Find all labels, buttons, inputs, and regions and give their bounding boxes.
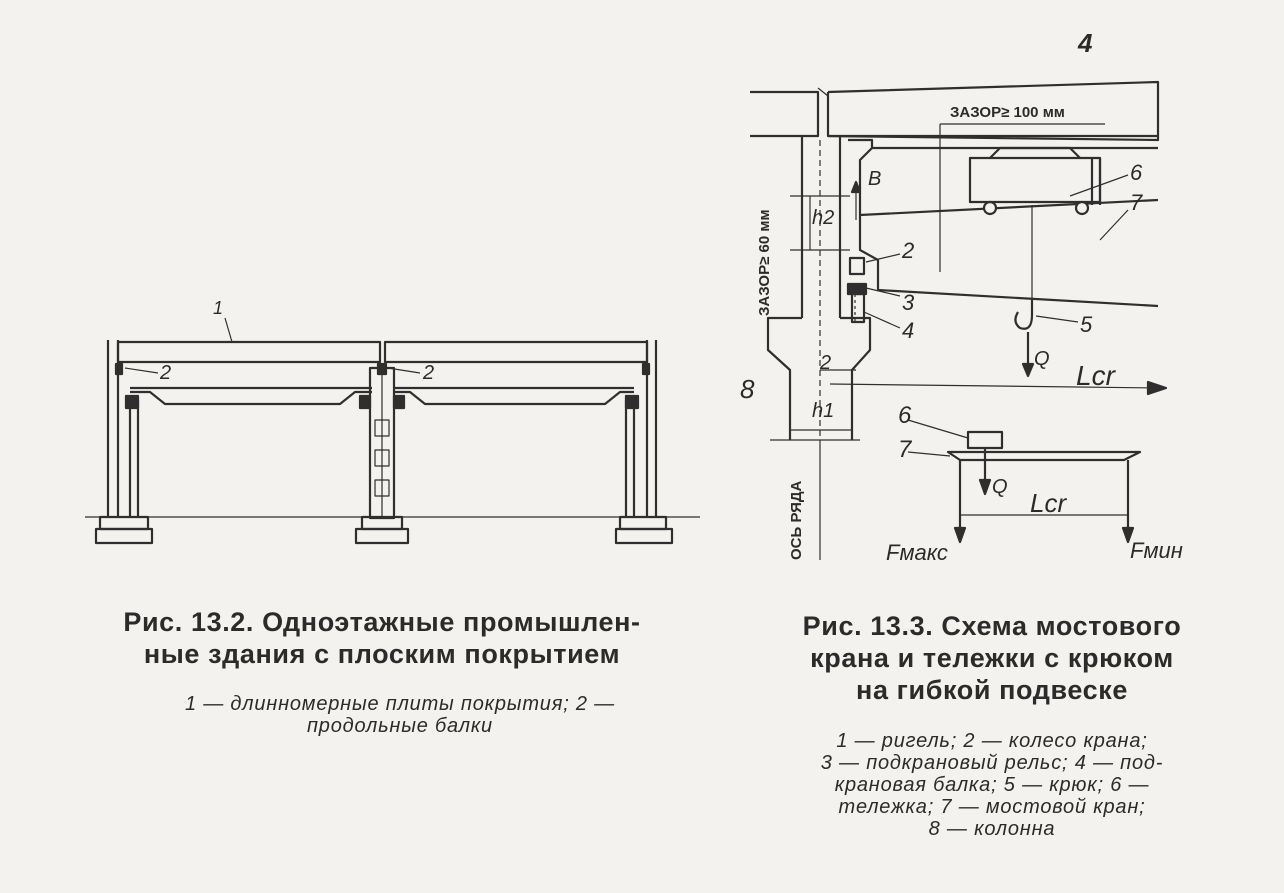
legend-13-3-line-3: крановая балка; 5 — крюк; 6 — bbox=[834, 774, 1150, 796]
callout-4-top: 4 bbox=[1078, 28, 1093, 58]
callout-7: 7 bbox=[1130, 190, 1143, 215]
trolley-body bbox=[968, 156, 1102, 204]
middle-opening-1 bbox=[374, 419, 390, 437]
callout-8-column: 8 bbox=[740, 374, 755, 404]
trolley-top bbox=[989, 146, 1081, 159]
row-axis-label: ОСЬ РЯДА bbox=[788, 480, 805, 560]
middle-opening-3 bbox=[374, 479, 390, 497]
crane-rail bbox=[846, 282, 868, 296]
figure-13-3-legend: 1 — ригель; 2 — колесо крана; 3 — подкра… bbox=[752, 730, 1232, 840]
figure-13-3-caption: Рис. 13.3. Схема мостового крана и тележ… bbox=[752, 610, 1232, 706]
caption-13-2-line-2: ные здания с плоским покрытием bbox=[143, 639, 621, 669]
dim-side-gap-label: ЗАЗОР≥ 60 мм bbox=[756, 209, 773, 316]
fmin-label: Fмин bbox=[1130, 538, 1183, 563]
legend-13-2-line-1: 1 — длинномерные плиты покрытия; 2 — bbox=[184, 693, 615, 715]
crane-girder-left bbox=[130, 390, 372, 406]
callout-2-right: 2 bbox=[423, 362, 435, 384]
caption-13-3-line-1: Рис. 13.3. Схема мостового bbox=[802, 611, 1182, 641]
beam-support-left bbox=[114, 362, 124, 376]
riegel-left bbox=[750, 90, 820, 138]
riegel-main bbox=[826, 80, 1160, 142]
callout-6: 6 bbox=[1130, 160, 1143, 185]
crane-scheme-svg bbox=[750, 80, 1168, 560]
leader-6 bbox=[1069, 174, 1129, 197]
beam-support-right bbox=[641, 362, 651, 376]
callout-7-small: 7 bbox=[898, 436, 912, 463]
console-right bbox=[624, 394, 640, 410]
callout-2-left: 2 bbox=[160, 362, 172, 384]
right-footing-base bbox=[614, 527, 674, 545]
dim-h1-label: h1 bbox=[812, 400, 835, 422]
callout-2-wheel: 2 bbox=[902, 238, 915, 263]
building-section-svg bbox=[85, 317, 700, 545]
caption-13-2-line-1: Рис. 13.2. Одноэтажные промышлен- bbox=[123, 607, 641, 637]
crane-wheel bbox=[848, 256, 866, 276]
caption-13-3-line-2: крана и тележки с крюком bbox=[810, 643, 1174, 673]
callout-6-small: 6 bbox=[898, 402, 912, 429]
callout-4-beam: 4 bbox=[902, 318, 915, 343]
middle-footing-base bbox=[354, 527, 410, 545]
figure-13-2-drawing: 1 2 2 bbox=[0, 0, 720, 600]
leader-2a bbox=[124, 367, 159, 374]
bridge-small bbox=[946, 450, 1142, 462]
legend-13-3-line-1: 1 — ригель; 2 — колесо крана; bbox=[836, 730, 1148, 752]
leader-3 bbox=[865, 287, 901, 297]
left-footing-base bbox=[94, 527, 154, 545]
trolley-wheel-right bbox=[1074, 200, 1090, 216]
crane-bridge-mid bbox=[859, 198, 1159, 217]
riegel-split bbox=[817, 87, 829, 97]
hook bbox=[1014, 300, 1034, 330]
middle-opening-2 bbox=[374, 449, 390, 467]
lcr-small-label: Lcr bbox=[1030, 488, 1067, 518]
leader-5 bbox=[1035, 315, 1079, 323]
legend-13-3-line-4: тележка; 7 — мостовой кран; bbox=[838, 796, 1146, 818]
trolley-small bbox=[966, 430, 1004, 450]
leader-6b bbox=[907, 419, 969, 439]
console-mid-l bbox=[358, 394, 372, 410]
column-lower-right bbox=[840, 316, 872, 440]
console-left bbox=[124, 394, 140, 410]
legend-13-2-line-2: продольные балки bbox=[307, 715, 493, 737]
dim-b-arrow bbox=[850, 180, 862, 194]
crane-bridge bbox=[848, 138, 1159, 308]
caption-13-3-line-3: на гибкой подвеске bbox=[856, 675, 1128, 705]
console-mid-r bbox=[392, 394, 406, 410]
support-left-arrow bbox=[953, 526, 967, 544]
figure-13-3-drawing: 4 ЗАЗОР≥ 100 мм 6 7 В h2 ЗАЗОР≥ 60 мм 2 … bbox=[740, 28, 1183, 565]
leader-2-crane bbox=[865, 253, 901, 263]
leader-7b bbox=[907, 451, 951, 457]
lcr-label: Lcr bbox=[1076, 360, 1115, 391]
load-q-label: Q bbox=[1034, 348, 1050, 370]
figure-13-2-caption: Рис. 13.2. Одноэтажные промышлен- ные зд… bbox=[62, 606, 702, 670]
leader-4 bbox=[863, 311, 901, 329]
trolley-wheel-left bbox=[982, 200, 998, 216]
crane-girder-right bbox=[394, 390, 634, 406]
hook-load-arrow-head bbox=[1021, 362, 1035, 378]
leader-2b bbox=[387, 367, 421, 374]
lcr-arrow-head bbox=[1146, 380, 1168, 396]
dim-h2-label: h2 bbox=[812, 207, 835, 229]
fmax-label: Fмакс bbox=[886, 540, 948, 565]
legend-13-3-line-2: 3 — подкрановый рельс; 4 — под- bbox=[820, 752, 1164, 774]
q-small-arrow bbox=[978, 478, 992, 496]
beam-support-mid bbox=[376, 362, 388, 376]
support-right-arrow bbox=[1121, 526, 1135, 544]
figure-13-2-legend: 1 — длинномерные плиты покрытия; 2 — про… bbox=[100, 693, 700, 737]
leader-7 bbox=[1099, 209, 1129, 241]
lcr-arrow-line bbox=[829, 383, 1161, 389]
callout-5-hook: 5 bbox=[1080, 312, 1093, 337]
load-q-small-label: Q bbox=[992, 476, 1008, 498]
dim-z-label: 2 bbox=[820, 352, 832, 374]
callout-1: 1 bbox=[213, 298, 224, 318]
dim-b-label: В bbox=[868, 168, 882, 190]
crane-beam bbox=[850, 292, 866, 324]
column-lower bbox=[766, 316, 802, 440]
legend-13-3-line-5: 8 — колонна bbox=[928, 818, 1056, 840]
callout-3-rail: 3 bbox=[902, 290, 915, 315]
dim-top-gap-label: ЗАЗОР≥ 100 мм bbox=[950, 104, 1065, 121]
leader-1 bbox=[224, 317, 233, 343]
